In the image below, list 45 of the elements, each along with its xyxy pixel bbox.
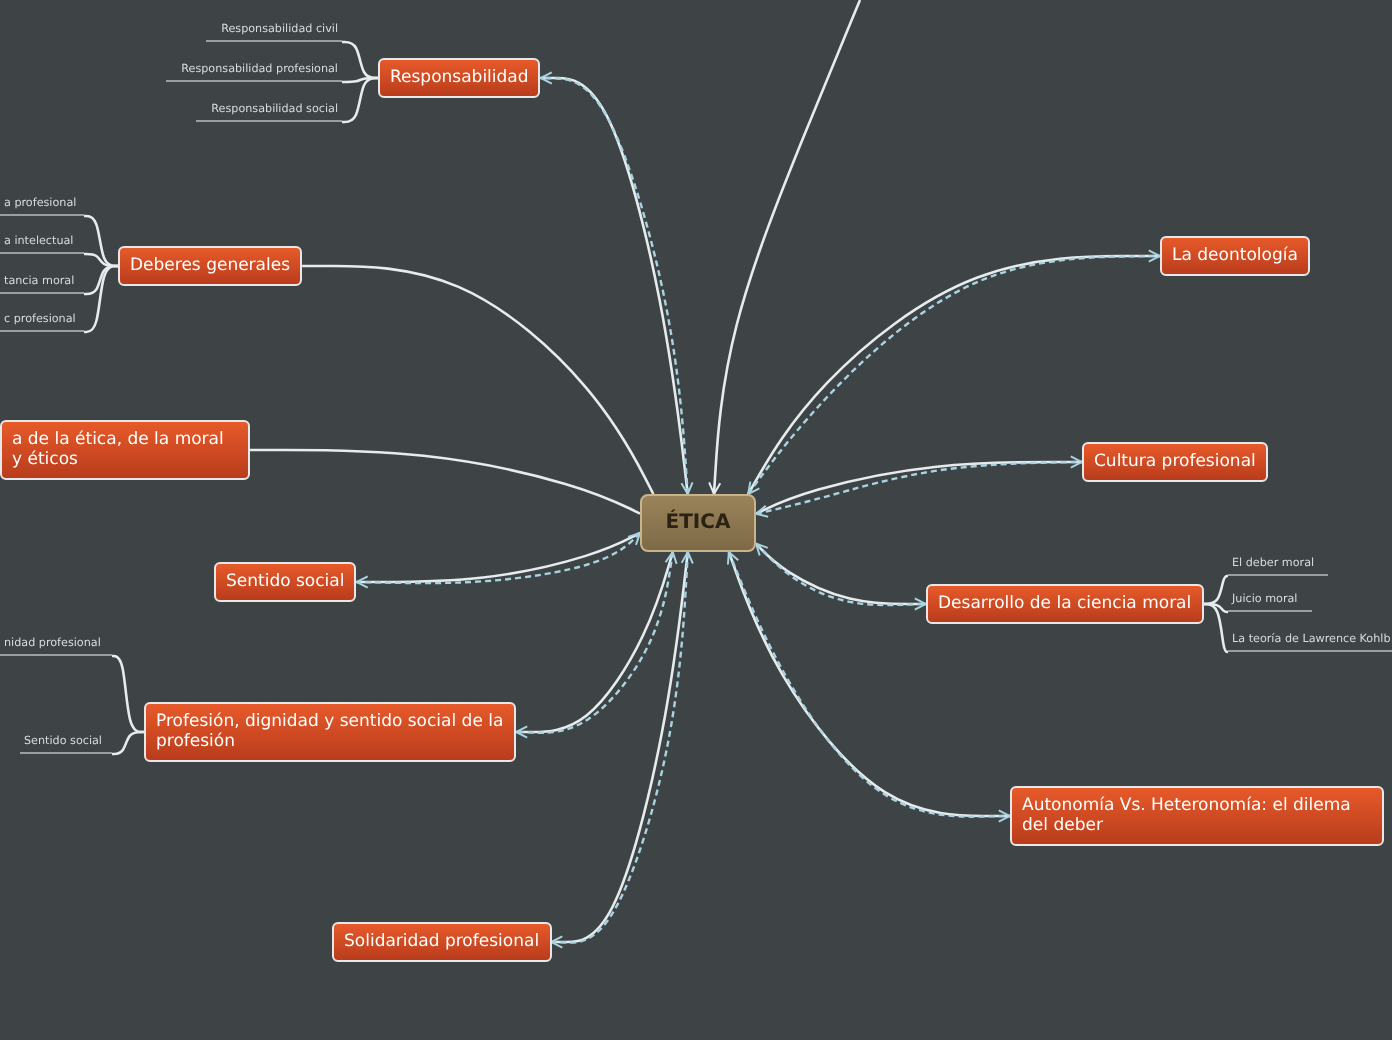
topic-label: Desarrollo de la ciencia moral: [938, 594, 1192, 614]
topic-box: [1160, 236, 1310, 276]
topic-box: [378, 58, 541, 98]
topic-box: [144, 702, 516, 762]
connector: [112, 654, 144, 734]
subtopic-item: [196, 104, 342, 122]
subtopic-item: [1228, 558, 1328, 576]
connector: [112, 730, 144, 756]
connector: [342, 40, 378, 80]
topic-box: [214, 562, 357, 602]
connector: [1203, 602, 1229, 654]
connector: [302, 264, 655, 495]
topic-label: Sentido social: [226, 572, 345, 592]
subtopic-item: [0, 638, 112, 656]
topic-label: a de la ética, de la moral y éticos: [12, 430, 226, 470]
subtopic-item: [1228, 594, 1312, 612]
topic-label: Autonomía Vs. Heteronomía: el dilema del deber: [1022, 796, 1353, 836]
topic-label: La deontología: [1172, 246, 1298, 266]
central-topic-label: ÉTICA: [663, 512, 733, 534]
subtopic-item: [206, 24, 342, 42]
topic-label: Responsabilidad: [390, 68, 529, 88]
topic-box: [0, 420, 250, 480]
topic-label: Solidaridad profesional: [344, 932, 540, 952]
topic-box: [118, 246, 303, 286]
connector: [84, 214, 118, 268]
connector: [84, 264, 118, 334]
topic-box: [926, 584, 1204, 624]
subtopic-item: [20, 736, 112, 754]
connector: [250, 448, 641, 515]
subtopic-item: [0, 198, 84, 216]
topic-label: Profesión, dignidad y sentido social de la profesión: [156, 712, 504, 752]
topic-box: [1010, 786, 1384, 846]
topic-label: Cultura profesional: [1094, 452, 1256, 472]
arrow: [708, 0, 862, 495]
subtopic-item: [0, 314, 84, 332]
connector: [342, 76, 378, 124]
topic-box: [332, 922, 552, 962]
subtopic-item: [0, 276, 84, 294]
central-topic-box: [640, 494, 756, 552]
subtopic-item: [166, 64, 342, 82]
topic-label: Deberes generales: [130, 256, 291, 276]
subtopic-item: [0, 236, 84, 254]
connector: [1203, 574, 1229, 606]
subtopic-item: [1228, 634, 1392, 652]
topic-box: [1082, 442, 1268, 482]
